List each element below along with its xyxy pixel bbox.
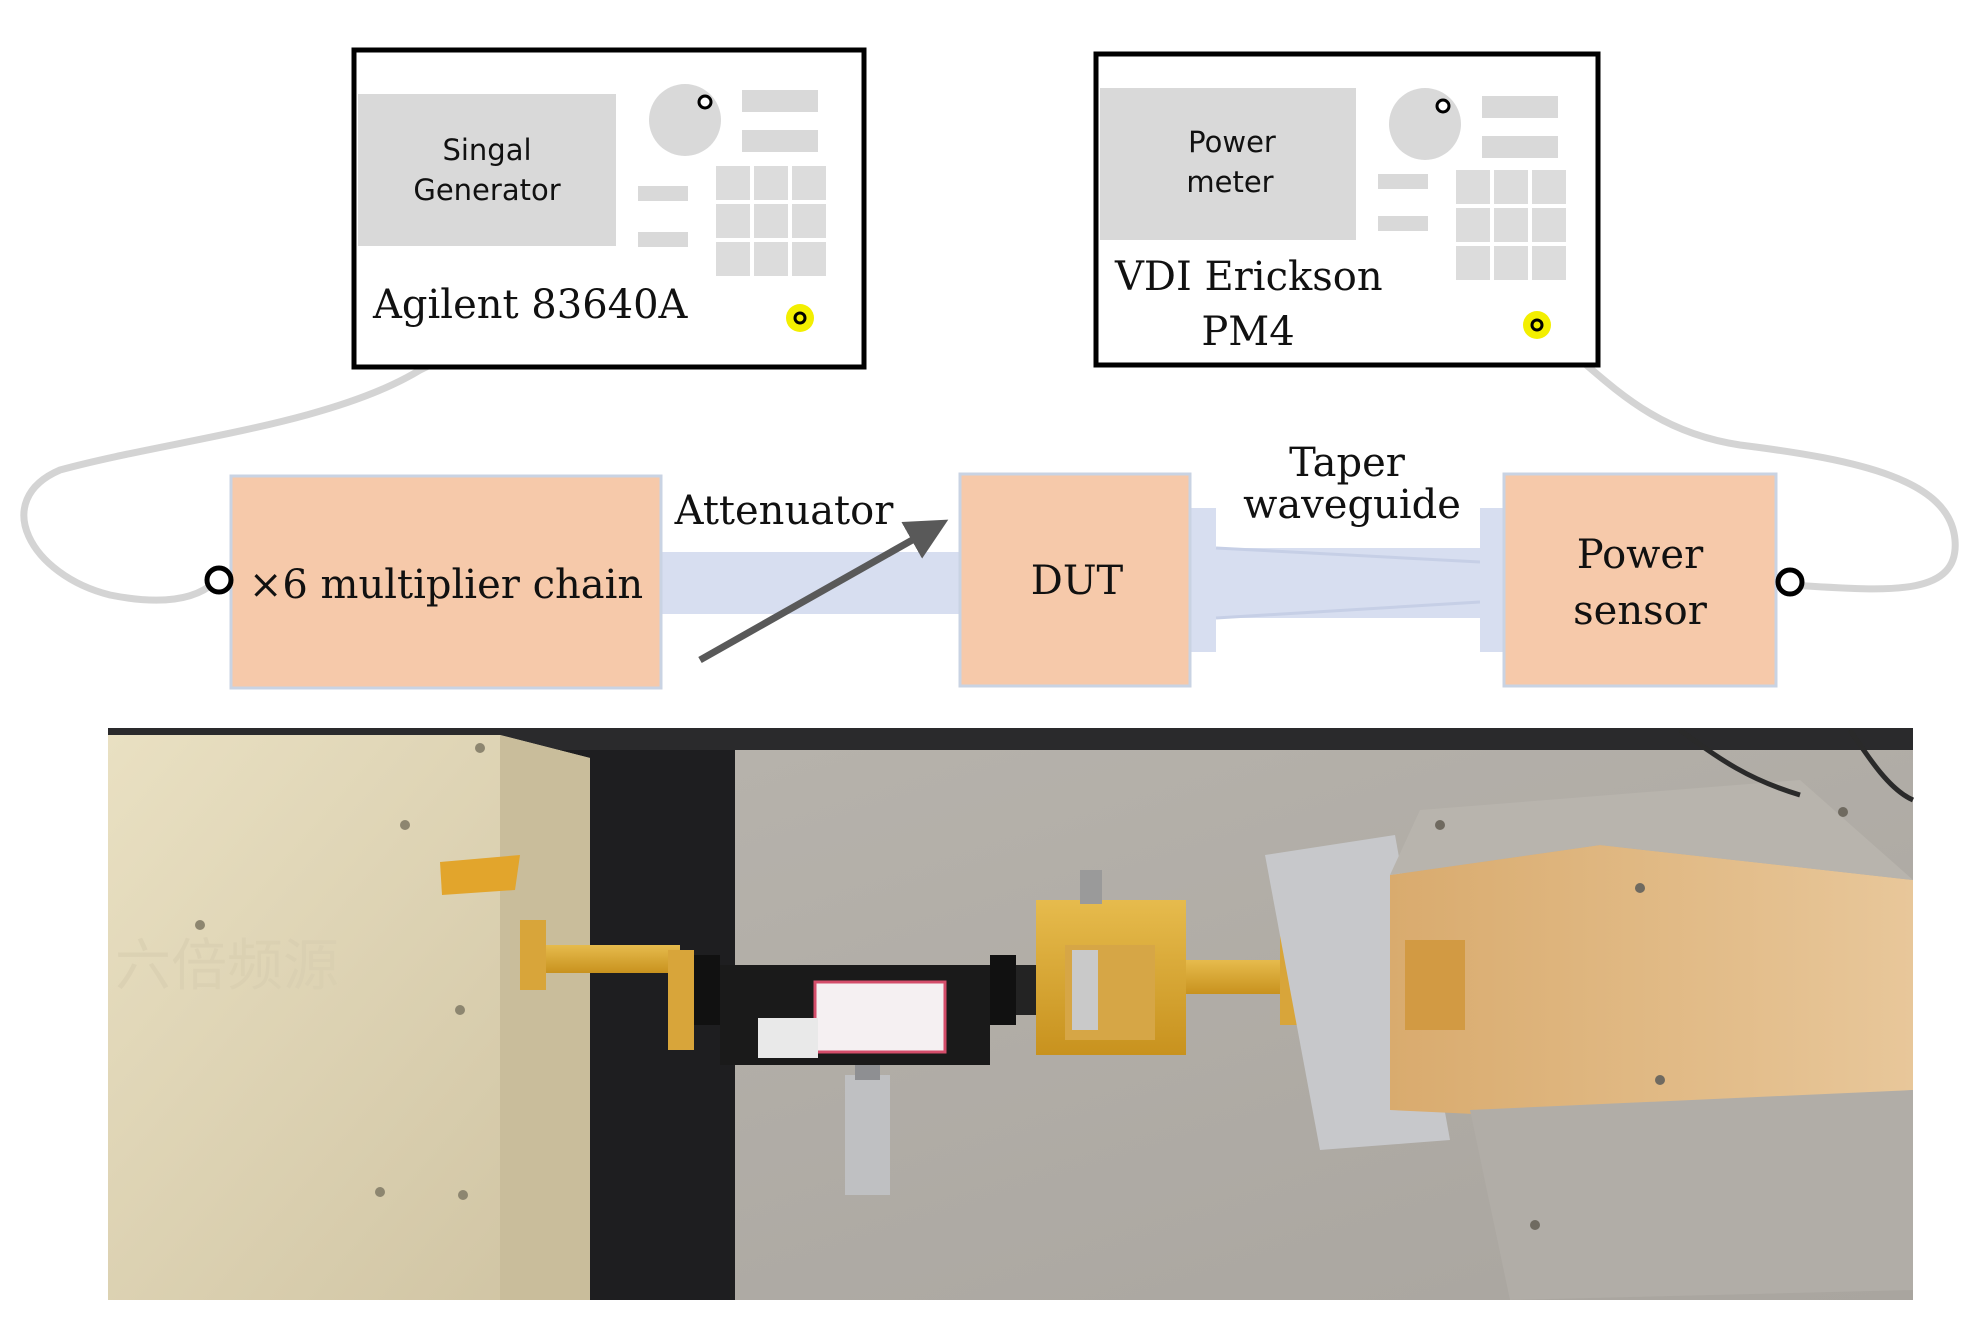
power-meter-model-2: PM4 <box>1201 309 1294 355</box>
sensor-base-plate <box>1470 1090 1913 1300</box>
display-bar <box>742 90 818 112</box>
knob-indicator-icon <box>1435 98 1451 114</box>
taper-label-2: waveguide <box>1243 482 1461 528</box>
power-sensor-head <box>1390 845 1913 1120</box>
signal-generator-model: Agilent 83640A <box>372 282 689 328</box>
sensor-screws <box>1435 807 1848 1230</box>
micrometer-knob <box>845 1075 890 1195</box>
taper-label-1: Taper <box>1289 440 1406 486</box>
sensor-input-flange <box>1405 940 1465 1030</box>
power-meter-screen-label-2: meter <box>1186 165 1273 199</box>
setup-photo: 六倍频源 <box>108 727 1915 1300</box>
variable-attenuator-arrow-icon <box>698 519 949 664</box>
dut-block <box>958 472 1192 688</box>
softkey <box>638 186 688 201</box>
power-meter-model-1: VDI Erickson <box>1114 254 1383 300</box>
display-bar <box>742 130 818 152</box>
kapton-tape <box>440 855 520 895</box>
attenuator-sticker <box>758 1018 818 1058</box>
taper-edge <box>1215 546 1481 564</box>
power-sensor-block <box>1502 472 1778 688</box>
taper-flange-right <box>1480 508 1506 652</box>
attenuator-flange <box>694 955 720 1025</box>
power-sensor-label-1: Power <box>1577 532 1704 578</box>
knob-icon <box>649 84 721 156</box>
waveguide-flange <box>668 950 694 1050</box>
dut-clamp <box>1072 950 1098 1030</box>
taper-edge <box>1215 600 1481 620</box>
sensor-cable <box>1678 727 1801 798</box>
sensor-mount-plate <box>1390 780 1913 880</box>
housing-side <box>500 735 590 1300</box>
flange-connector <box>1016 965 1036 1015</box>
attenuator-label: Attenuator <box>674 488 895 534</box>
connector-center-icon <box>1530 318 1544 332</box>
multiplier-input-connector-icon <box>204 565 234 595</box>
housing-screws <box>195 743 485 1200</box>
multiplier-chain-label: ×6 multiplier chain <box>249 562 643 608</box>
sensor-cable-connector-icon <box>1775 567 1805 597</box>
signal-generator-screen <box>358 94 616 246</box>
signal-generator: Singal Generator Agilent 83640A <box>351 47 867 370</box>
sensor-cable <box>1847 728 1915 803</box>
knob-indicator-icon <box>697 94 713 110</box>
attenuator-waveguide <box>660 552 960 614</box>
connector-center-icon <box>793 311 807 325</box>
power-sensor-label-2: sensor <box>1573 588 1708 634</box>
signal-generator-screen-label-1: Singal <box>442 133 531 167</box>
housing-marking: 六倍频源 <box>115 934 339 999</box>
attenuator-label-sticker <box>813 980 947 1054</box>
power-meter-screen-label-1: Power <box>1188 125 1276 159</box>
softkey <box>1378 216 1428 231</box>
output-waveguide <box>520 945 680 973</box>
power-meter-screen <box>1100 88 1356 240</box>
knob-icon <box>1389 88 1461 160</box>
cable-powermeter-to-sensor <box>1533 321 1959 593</box>
dut-label: DUT <box>1031 558 1124 604</box>
table-shadow <box>108 728 1913 750</box>
display-bar <box>1482 136 1558 158</box>
softkey <box>1378 174 1428 189</box>
micrometer-cap <box>855 1065 880 1080</box>
dut-bias-connector <box>1080 870 1102 904</box>
waveguide-flange <box>520 920 546 990</box>
attenuator-flange <box>990 955 1016 1025</box>
power-meter: Power meter VDI Erickson PM4 <box>1093 51 1601 368</box>
keypad-icon <box>716 166 826 276</box>
signal-generator-screen-label-2: Generator <box>413 173 560 207</box>
softkey <box>638 232 688 247</box>
multiplier-chain-block <box>229 474 663 690</box>
keypad-icon <box>1456 170 1566 280</box>
taper-flange-left <box>1190 508 1216 652</box>
display-bar <box>1482 96 1558 118</box>
